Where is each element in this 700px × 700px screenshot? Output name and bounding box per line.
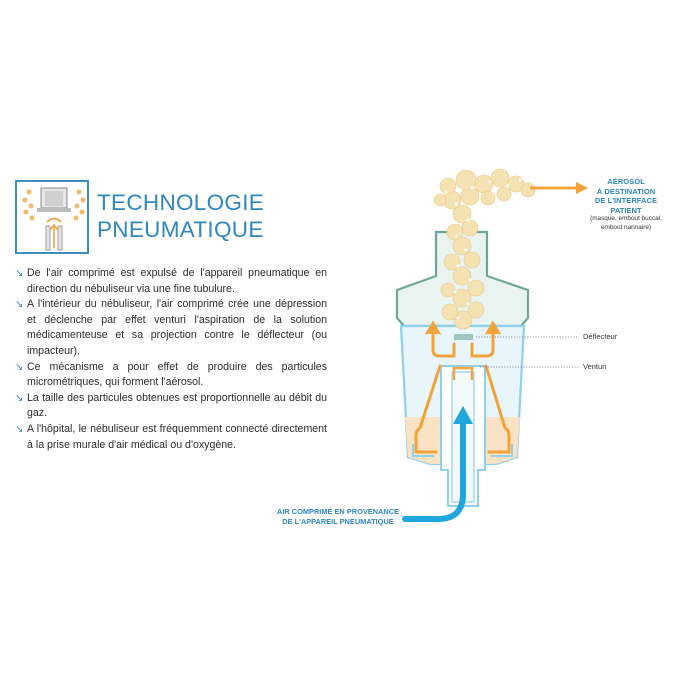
- compressed-air-arrowhead: [453, 406, 473, 424]
- arrow-down-right-icon: ↘: [15, 268, 24, 279]
- inner-tube-flow: [452, 366, 474, 380]
- list-item: ↘A l'intérieur du nébuliseur, l'air comp…: [15, 298, 327, 357]
- title-line-2: PNEUMATIQUE: [97, 217, 264, 242]
- arrow-down-right-icon: ↘: [15, 423, 24, 435]
- list-item: ↘A l'hôpital, le nébuliseur est fréquemm…: [15, 422, 327, 451]
- list-item: ↘De l'air comprimé est expulsé de l'appa…: [15, 267, 327, 295]
- nebulizer-icon: [22, 187, 86, 251]
- arrow-down-right-icon: ↘: [15, 361, 24, 373]
- deflector: [454, 334, 473, 340]
- explanation-list: ↘De l'air comprimé est expulsé de l'appa…: [15, 266, 327, 453]
- list-item: ↘La taille des particules obtenues est p…: [15, 391, 327, 420]
- deflecteur-label: Déflecteur: [583, 332, 618, 341]
- venturi-label: Venturi: [583, 362, 607, 371]
- arrow-down-right-icon: ↘: [15, 299, 24, 311]
- aerosol-label: AÉROSOL À DESTINATION DE L'INTERFACE PAT…: [590, 177, 662, 231]
- arrow-down-right-icon: ↘: [15, 392, 24, 404]
- page-title: TECHNOLOGIE PNEUMATIQUE: [97, 189, 264, 243]
- pneumatic-technology-logo: [15, 180, 89, 254]
- inner-chamber: [412, 444, 513, 457]
- compressed-air-label: AIR COMPRIMÉ EN PROVENANCE DE L'APPAREIL…: [277, 507, 399, 526]
- list-item: ↘Ce mécanisme a pour effet de produire d…: [15, 360, 327, 389]
- title-line-1: TECHNOLOGIE: [97, 190, 265, 215]
- compressed-air-flow: [402, 417, 466, 522]
- airflow-orange-arrows: [414, 320, 511, 454]
- aerosol-particles: [444, 178, 522, 320]
- aerosol-cloud: [433, 168, 536, 330]
- aerosol-output-arrowhead: [576, 182, 588, 194]
